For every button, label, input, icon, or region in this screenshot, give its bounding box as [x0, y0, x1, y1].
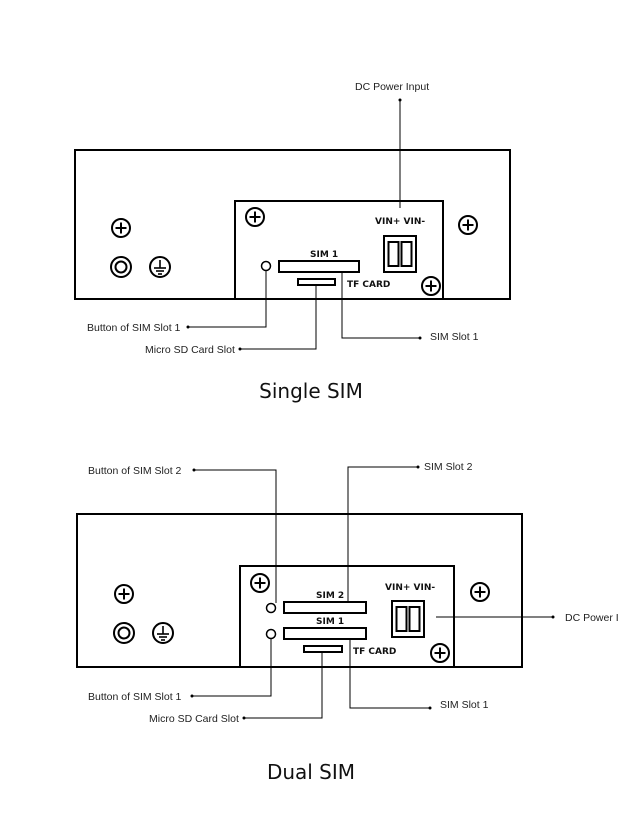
screw-plus-icon	[245, 207, 265, 227]
push-button-icon	[265, 602, 277, 614]
leader-dot	[416, 465, 420, 469]
leader-dot	[428, 706, 432, 710]
screw-plus-icon	[430, 643, 450, 663]
sim1-slot	[283, 627, 367, 640]
diagram-caption: Single SIM	[259, 379, 363, 403]
push-button-icon	[260, 260, 272, 272]
screw-plus-icon	[421, 276, 441, 296]
push-button-icon	[265, 628, 277, 640]
leader-line	[347, 466, 418, 602]
leader-line	[192, 639, 272, 697]
leader-dot	[242, 716, 246, 720]
sim2-slot	[283, 601, 367, 614]
leader-dot	[186, 325, 190, 329]
sim-slot2-callout: SIM Slot 2	[424, 461, 473, 473]
leader-line	[349, 639, 430, 709]
leader-line	[188, 271, 267, 328]
dc-power-callout: DC Power I	[565, 612, 619, 624]
sim2-label: SIM 2	[316, 591, 344, 601]
sim1-label: SIM 1	[310, 250, 338, 260]
diagram-caption: Dual SIM	[267, 760, 355, 784]
leader-dot	[190, 694, 194, 698]
button-sim2-callout: Button of SIM Slot 2	[88, 465, 182, 477]
round-connector-icon	[113, 622, 135, 644]
micro-sd-callout: Micro SD Card Slot	[145, 344, 235, 356]
single-sim-diagram: VIN+ VIN- SIM 1 TF CARD DC Power Input B…	[74, 81, 511, 403]
terminal-block-icon	[383, 235, 417, 273]
leader-dot	[398, 98, 402, 102]
screw-plus-icon	[114, 584, 134, 604]
leader-line	[194, 469, 277, 603]
screw-plus-icon	[250, 573, 270, 593]
leader-dot	[192, 468, 196, 472]
leader-line	[244, 652, 323, 719]
tf-card-label: TF CARD	[353, 647, 396, 657]
leader-line	[341, 272, 420, 339]
leader-line	[240, 285, 317, 350]
ground-symbol-icon	[149, 256, 171, 278]
screw-plus-icon	[458, 215, 478, 235]
dc-power-callout: DC Power Input	[355, 81, 429, 93]
micro-sd-callout: Micro SD Card Slot	[149, 713, 239, 725]
dual-sim-diagram: VIN+ VIN- SIM 2 SIM 1 TF CARD Button of …	[76, 461, 619, 784]
leader-dot	[418, 336, 422, 340]
sim-slot1-callout: SIM Slot 1	[440, 699, 489, 711]
button-sim1-callout: Button of SIM Slot 1	[87, 322, 181, 334]
ground-symbol-icon	[152, 622, 174, 644]
tf-card-label: TF CARD	[347, 280, 390, 290]
tf-card-slot	[303, 645, 343, 653]
vin-label: VIN+ VIN-	[385, 583, 435, 593]
vin-label: VIN+ VIN-	[375, 217, 425, 227]
screw-plus-icon	[470, 582, 490, 602]
terminal-block-icon	[391, 600, 425, 638]
sim-slot1-callout: SIM Slot 1	[430, 331, 479, 343]
sim1-slot	[278, 260, 360, 273]
leader-dot	[238, 347, 242, 351]
tf-card-slot	[297, 278, 336, 286]
round-connector-icon	[110, 256, 132, 278]
screw-plus-icon	[111, 218, 131, 238]
button-sim1-callout: Button of SIM Slot 1	[88, 691, 182, 703]
leader-dot	[551, 615, 555, 619]
sim1-label: SIM 1	[316, 617, 344, 627]
